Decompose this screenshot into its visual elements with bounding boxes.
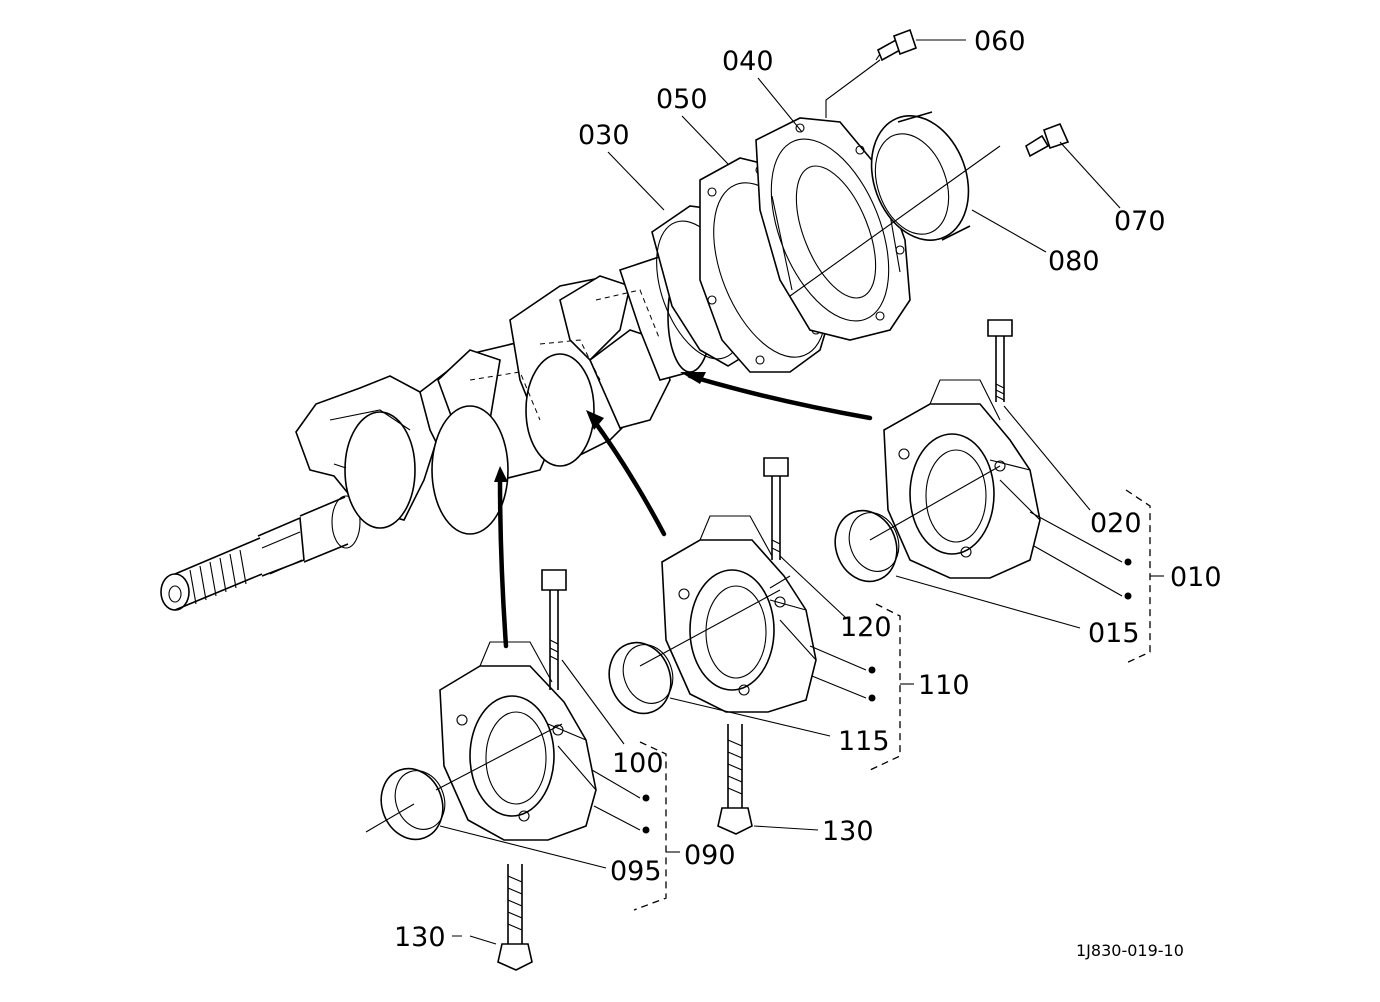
label-060: 060 [974,26,1026,57]
leader-lines [439,39,1123,945]
label-100: 100 [612,748,664,779]
label-110: 110 [918,670,970,701]
label-050: 050 [656,84,708,115]
label-070: 070 [1114,206,1166,237]
label-080: 080 [1048,246,1100,277]
reference-code: 1J830-019-10 [1076,941,1184,960]
label-040: 040 [722,46,774,77]
screw-070 [1025,122,1070,158]
bearing-case-010 [834,319,1041,583]
label-015: 015 [1088,618,1140,649]
screw-060 [875,28,918,62]
label-090: 090 [684,840,736,871]
part-number-labels: 060 040 050 030 070 080 020 010 015 120 … [394,26,1222,960]
label-115: 115 [838,726,890,757]
assembly-arrows [494,372,873,649]
group-brackets [633,489,1164,911]
label-030: 030 [578,120,630,151]
crankshaft [160,249,713,611]
label-130-upper: 130 [822,816,874,847]
center-lines [365,145,1001,833]
label-120: 120 [840,612,892,643]
label-010: 010 [1170,562,1222,593]
label-130-lower: 130 [394,922,446,953]
seal-case-group [651,111,971,373]
bearing-case-090 [380,569,597,971]
label-020: 020 [1090,508,1142,539]
label-095: 095 [610,856,662,887]
